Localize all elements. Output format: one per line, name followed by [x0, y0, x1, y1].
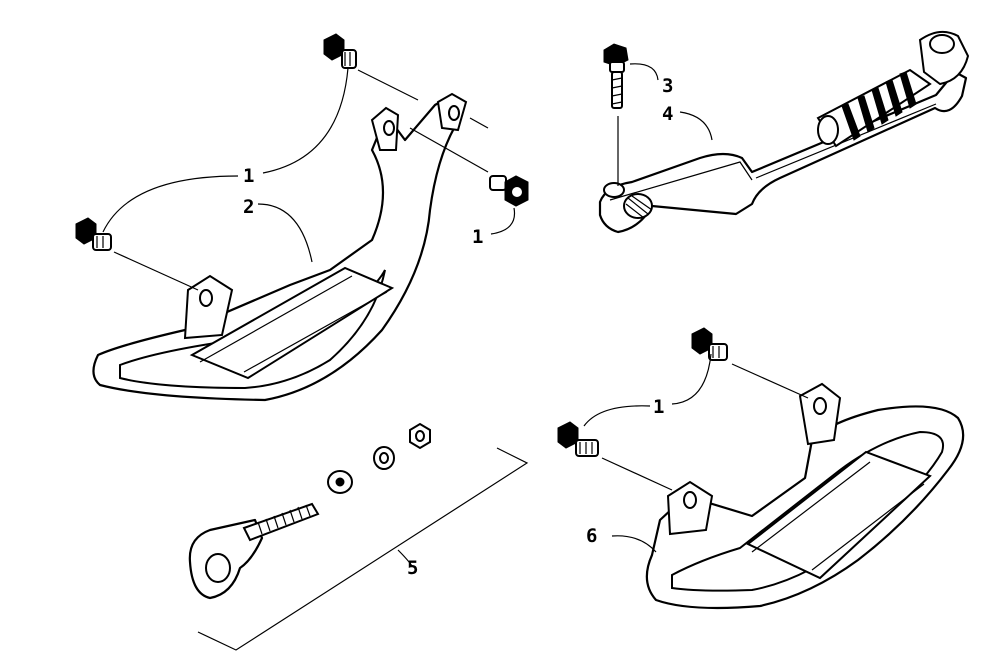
callout-3: 3	[662, 75, 673, 97]
chain-adjuster	[188, 502, 320, 600]
callout-1a: 1	[243, 165, 254, 187]
bolt-icon	[75, 217, 112, 251]
nut-icon	[409, 422, 431, 450]
right-footrest	[645, 382, 965, 610]
bolt-icon	[323, 33, 357, 69]
left-footrest	[92, 92, 468, 402]
bolt-icon	[691, 327, 728, 361]
callout-6: 6	[586, 525, 597, 547]
washer-icon	[327, 470, 353, 494]
callout-5: 5	[407, 557, 418, 579]
bolt-icon	[557, 421, 599, 457]
lock-washer-icon	[373, 446, 395, 470]
callout-1b: 1	[472, 226, 483, 248]
kick-starter-lever	[598, 30, 970, 234]
bolt-icon	[489, 175, 529, 207]
callout-1c: 1	[653, 396, 664, 418]
callout-4: 4	[662, 103, 673, 125]
callout-2: 2	[243, 196, 254, 218]
bolt-icon	[603, 43, 629, 109]
